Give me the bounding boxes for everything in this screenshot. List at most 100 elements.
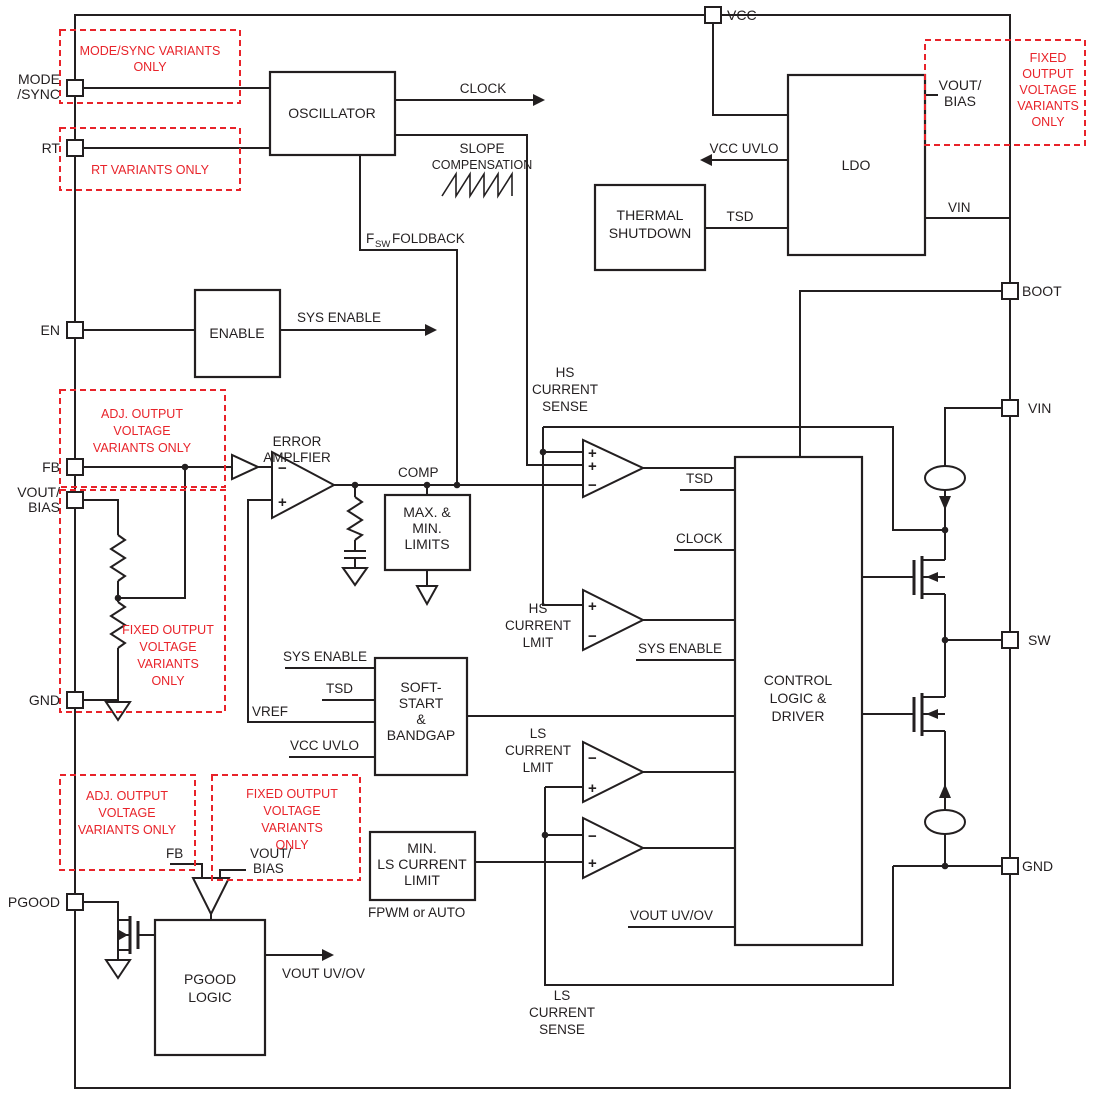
pin-boot xyxy=(1001,282,1019,300)
label-vref: VREF xyxy=(252,704,288,719)
hs-current-sense-element xyxy=(924,465,966,491)
block-label-control-3: DRIVER xyxy=(772,708,825,724)
block-label-minls-2: LS CURRENT xyxy=(377,856,467,872)
hs-limit-minus: − xyxy=(588,628,597,645)
block-label-maxmin-1: MAX. & xyxy=(403,504,451,520)
pin-label-fb: FB xyxy=(42,459,60,475)
label-comp: COMP xyxy=(398,465,439,480)
wire-pgood-pin xyxy=(83,901,119,920)
pin-vout-bias xyxy=(66,491,84,509)
pin-label-bias: BIAS xyxy=(28,499,60,515)
note-box-adj-fb xyxy=(59,389,226,488)
pin-label-boot: BOOT xyxy=(1022,283,1062,299)
pin-label-en: EN xyxy=(41,322,60,338)
wire-power-rail xyxy=(944,407,1002,866)
pin-mode-sync xyxy=(66,79,84,97)
maxmin-down-arrow-icon xyxy=(415,585,439,607)
ground-symbol-pgood xyxy=(104,959,132,980)
blocks xyxy=(153,70,927,1057)
pin-label-sync: /SYNC xyxy=(17,86,60,102)
block-label-minls-1: MIN. xyxy=(407,840,437,856)
wire-softstart xyxy=(285,667,735,758)
label-hs-sense-1: HS xyxy=(556,365,575,380)
current-arrow-up-icon xyxy=(939,784,951,798)
note-adj-pg-1: ADJ. OUTPUT xyxy=(86,789,168,803)
variant-notes xyxy=(59,29,1086,881)
note-rt: RT VARIANTS ONLY xyxy=(91,163,210,177)
hs-sense-plus-2: + xyxy=(588,458,597,475)
max-min-limits-block xyxy=(383,493,472,572)
block-label-maxmin-3: LIMITS xyxy=(404,536,449,552)
wire-hs-current-sense xyxy=(542,426,945,606)
block-label-thermal-1: THERMAL xyxy=(617,207,684,223)
note-box-adj-pgood xyxy=(59,774,196,871)
note-fixed-tr-2: OUTPUT xyxy=(1022,67,1074,81)
hs-fet-body-arrow xyxy=(926,572,938,582)
error-amp-minus: − xyxy=(278,460,287,477)
label-tsd: TSD xyxy=(727,209,754,224)
label-fsw-sub: SW xyxy=(375,239,390,250)
ls-limit-minus: − xyxy=(588,750,597,767)
wire-vcc xyxy=(712,23,788,116)
comp-capacitor xyxy=(344,550,366,559)
block-label-minls-3: LIMIT xyxy=(404,872,440,888)
pin-label-vout: VOUT/ xyxy=(17,484,60,500)
label-vout-uvov-pg: VOUT UV/OV xyxy=(282,966,365,981)
text-layer: MODE /SYNC RT EN FB VOUT/ BIAS GND PGOOD… xyxy=(8,7,1079,1037)
ls-current-sense-element xyxy=(924,809,966,835)
comparators xyxy=(191,438,646,917)
note-fixed-div-2: VOLTAGE xyxy=(139,640,196,654)
hs-limit-plus: + xyxy=(588,598,597,615)
oscillator-block xyxy=(268,70,397,157)
label-vin-internal: VIN xyxy=(948,200,971,215)
min-ls-current-limit-block xyxy=(368,830,477,902)
label-ls-limit-2: CURRENT xyxy=(505,743,571,758)
note-fixed-pg-2: VOLTAGE xyxy=(263,804,320,818)
sawtooth-waveform xyxy=(441,171,513,199)
vcc-uvlo-arrow-icon xyxy=(700,154,712,166)
pin-label-gnd-left: GND xyxy=(29,692,60,708)
block-label-softstart-3: & xyxy=(416,711,426,727)
label-hs-sense-2: CURRENT xyxy=(532,382,598,397)
note-fixed-pg-1: FIXED OUTPUT xyxy=(246,787,338,801)
note-fixed-div-1: FIXED OUTPUT xyxy=(122,623,214,637)
ground-symbol-comp xyxy=(341,567,369,587)
wires xyxy=(83,23,1010,986)
block-label-control-2: LOGIC & xyxy=(770,690,827,706)
note-mode-sync-1: MODE/SYNC VARIANTS xyxy=(80,44,221,58)
label-vout-uvov-ctrl: VOUT UV/OV xyxy=(630,908,713,923)
soft-start-bandgap-block xyxy=(373,656,469,777)
block-label-softstart-4: BANDGAP xyxy=(387,727,455,743)
pin-en xyxy=(66,321,84,339)
label-hs-limit-3: LMIT xyxy=(523,635,554,650)
label-clock: CLOCK xyxy=(460,81,507,96)
note-fixed-tr-4: VARIANTS xyxy=(1017,99,1079,113)
block-label-pgood-logic-2: LOGIC xyxy=(188,989,232,1005)
pin-vin xyxy=(1001,399,1019,417)
note-adj-pg-3: VARIANTS ONLY xyxy=(78,823,177,837)
note-mode-sync-2: ONLY xyxy=(133,60,167,74)
hs-sense-plus-1: + xyxy=(588,445,597,462)
note-adj-pg-2: VOLTAGE xyxy=(98,806,155,820)
error-amplifier xyxy=(271,450,337,520)
pin-label-mode: MODE xyxy=(18,71,60,87)
label-ls-limit-1: LS xyxy=(530,726,547,741)
divider-resistor-top xyxy=(109,534,127,582)
fpwm-plus: + xyxy=(588,855,597,872)
pin-label-gnd-right: GND xyxy=(1022,858,1053,874)
pin-gnd-right xyxy=(1001,857,1019,875)
pin-gnd-left xyxy=(66,691,84,709)
enable-block xyxy=(193,288,282,379)
current-arrow-down-icon xyxy=(939,496,951,510)
control-logic-driver-block xyxy=(733,455,864,947)
pin-label-pgood: PGOOD xyxy=(8,894,60,910)
note-box-mode-sync xyxy=(59,29,241,104)
note-box-fixed-pgood xyxy=(211,774,361,881)
label-vout-bias-tr-1: VOUT/ xyxy=(939,77,982,93)
pin-sw xyxy=(1001,631,1019,649)
label-error-amp-2: AMPLFIER xyxy=(263,450,331,465)
label-hs-limit-2: CURRENT xyxy=(505,618,571,633)
hs-current-limit-comparator xyxy=(582,588,646,652)
note-box-rt xyxy=(59,127,241,191)
